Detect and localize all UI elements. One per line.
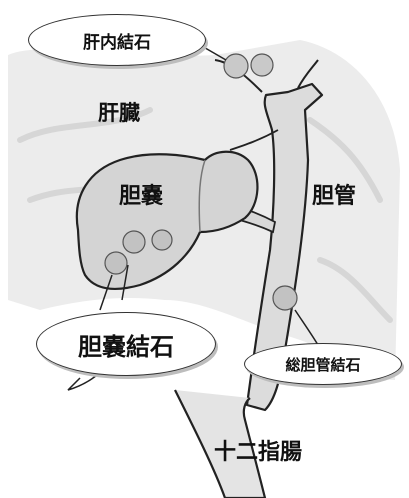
intrahepatic-stone xyxy=(224,54,248,78)
duodenum-label: 十二指腸 xyxy=(214,442,302,464)
gallbladder-stone xyxy=(152,230,172,250)
gallbladder-stone xyxy=(123,231,145,253)
common-bile-duct-stone-callout: 総胆管結石 xyxy=(244,343,402,385)
gallbladder-stone-label: 胆嚢結石 xyxy=(78,327,174,362)
intrahepatic-stone-callout: 肝内結石 xyxy=(28,14,206,66)
gallbladder-stone xyxy=(105,252,127,274)
gallbladder-stone-callout: 胆嚢結石 xyxy=(36,312,216,376)
bile-duct-label: 胆管 xyxy=(312,186,356,208)
liver-label: 肝臓 xyxy=(98,103,140,124)
intrahepatic-stone-label: 肝内結石 xyxy=(83,28,151,53)
common-bile-duct-stone-label: 総胆管結石 xyxy=(285,354,360,375)
common-bile-duct-stone xyxy=(273,286,297,310)
intrahepatic-stone xyxy=(251,54,273,76)
gallbladder-label: 胆嚢 xyxy=(119,186,163,208)
